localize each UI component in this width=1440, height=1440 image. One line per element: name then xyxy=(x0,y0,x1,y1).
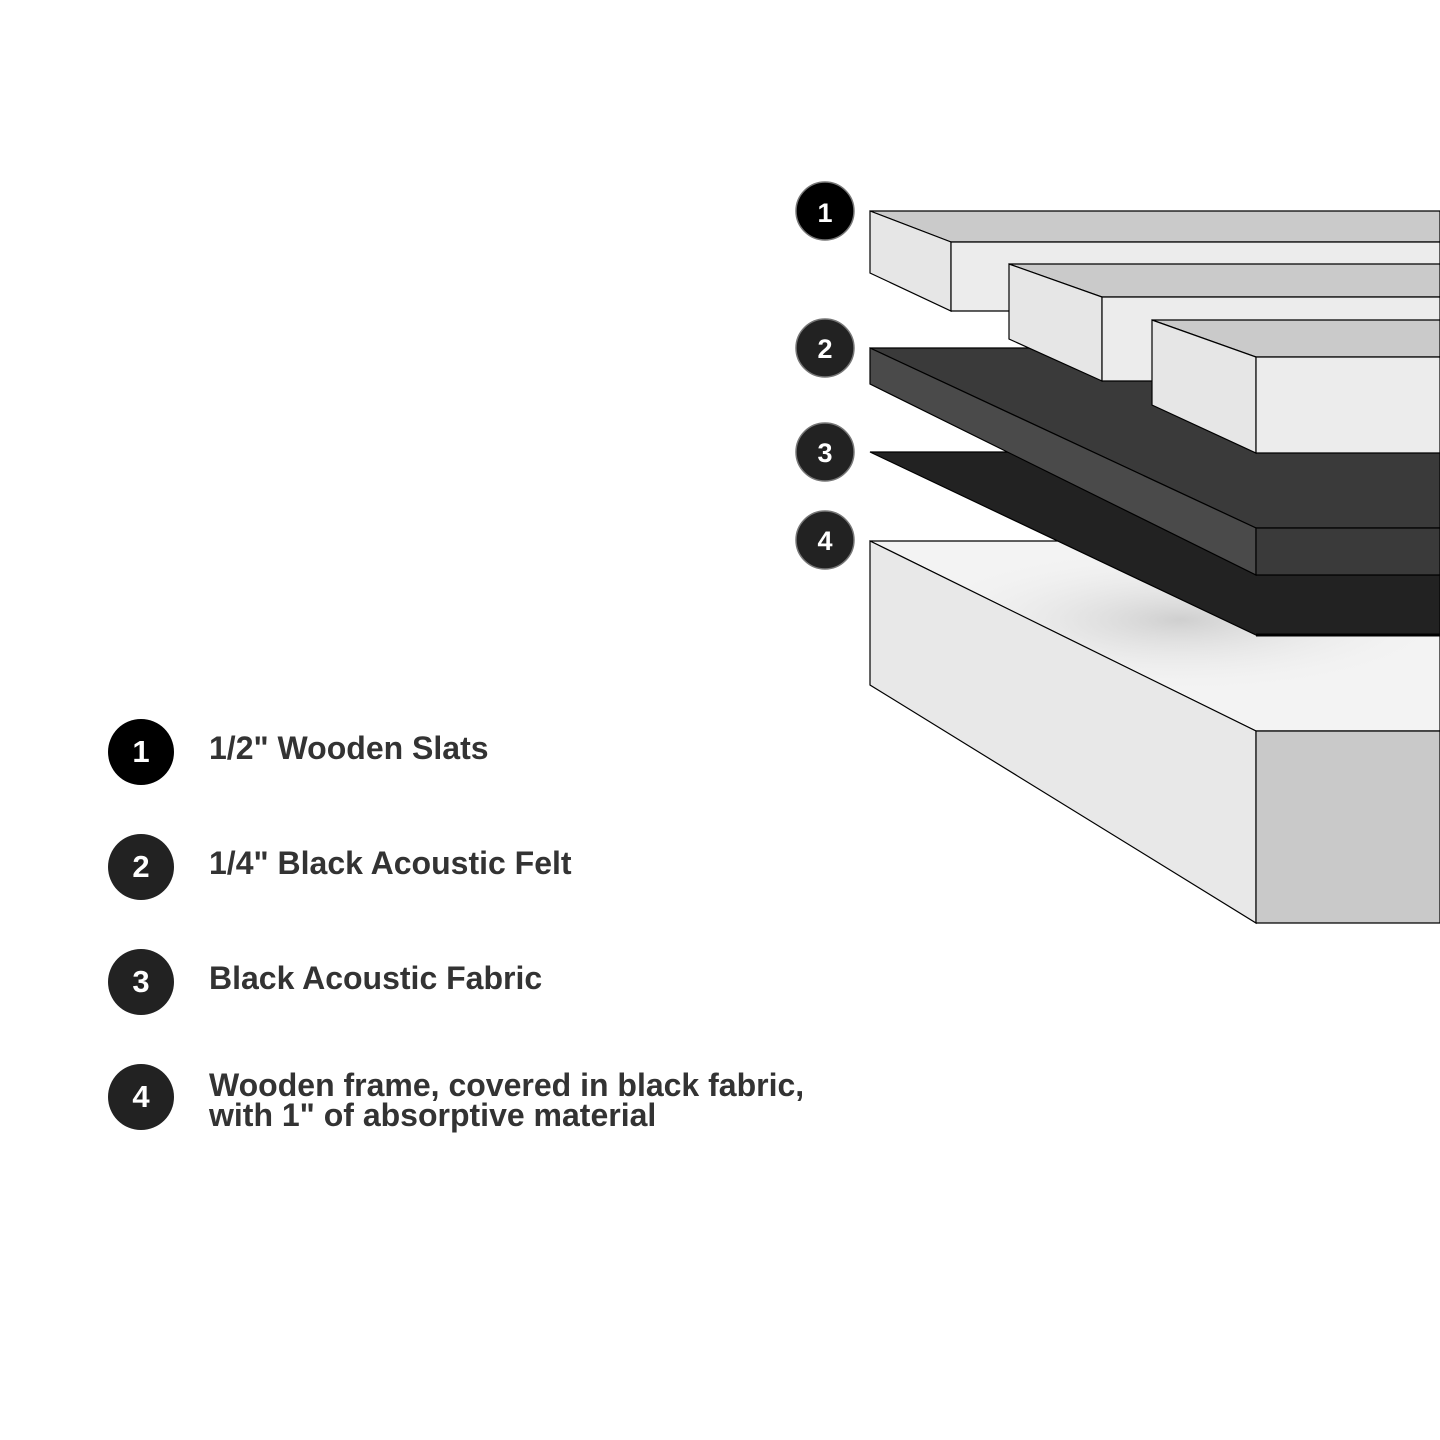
diagram-badge-2: 2 xyxy=(795,318,855,378)
legend-label-2-line1: 1/4" Black Acoustic Felt xyxy=(209,845,572,881)
diagram-badge-3: 3 xyxy=(795,422,855,482)
diagram-badge-1-label: 1 xyxy=(817,198,832,228)
legend-label-4: Wooden frame, covered in black fabric, w… xyxy=(209,1067,899,1133)
legend-item-2: 2 1/4" Black Acoustic Felt xyxy=(108,834,908,902)
legend-item-4: 4 Wooden frame, covered in black fabric,… xyxy=(108,1064,908,1132)
diagram-badge-2-label: 2 xyxy=(817,334,832,364)
legend-label-3-line1: Black Acoustic Fabric xyxy=(209,960,543,996)
legend-item-3: 3 Black Acoustic Fabric xyxy=(108,949,908,1017)
legend-badge-1: 1 xyxy=(108,719,174,785)
legend-badge-3: 3 xyxy=(108,949,174,1015)
frame-front-face xyxy=(1255,730,1440,924)
legend-label-3: Black Acoustic Fabric xyxy=(209,960,899,996)
legend-label-2: 1/4" Black Acoustic Felt xyxy=(209,845,899,881)
legend-badge-4: 4 xyxy=(108,1064,174,1130)
legend-label-1: 1/2" Wooden Slats xyxy=(209,730,899,766)
slat-3 xyxy=(1151,319,1440,454)
wooden-slats-layer xyxy=(869,210,1440,454)
legend-item-1: 1 1/2" Wooden Slats xyxy=(108,719,908,787)
diagram-badge-3-label: 3 xyxy=(817,438,832,468)
legend-label-4-line1: Wooden frame, covered in black fabric, xyxy=(209,1067,805,1103)
legend-label-1-line1: 1/2" Wooden Slats xyxy=(209,730,489,766)
legend-badge-2: 2 xyxy=(108,834,174,900)
diagram-badge-1: 1 xyxy=(795,181,855,241)
diagram-badge-4-label: 4 xyxy=(817,526,832,556)
legend-label-4-line2: with 1" of absorptive material xyxy=(209,1097,657,1133)
diagram-badge-4: 4 xyxy=(795,510,855,570)
felt-front-face xyxy=(1255,527,1440,576)
